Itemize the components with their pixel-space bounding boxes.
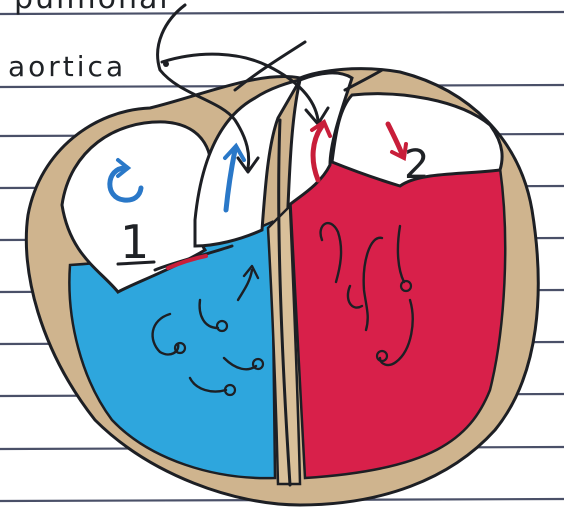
pointer-dot [163,61,169,67]
label-pulmonar: pulmonar [14,0,174,16]
label-aortica: aortica [8,50,126,83]
chamber-one-underline [118,262,154,264]
chamber-label-two: 2 [404,142,429,188]
chamber-label-one: 1 [120,215,149,269]
